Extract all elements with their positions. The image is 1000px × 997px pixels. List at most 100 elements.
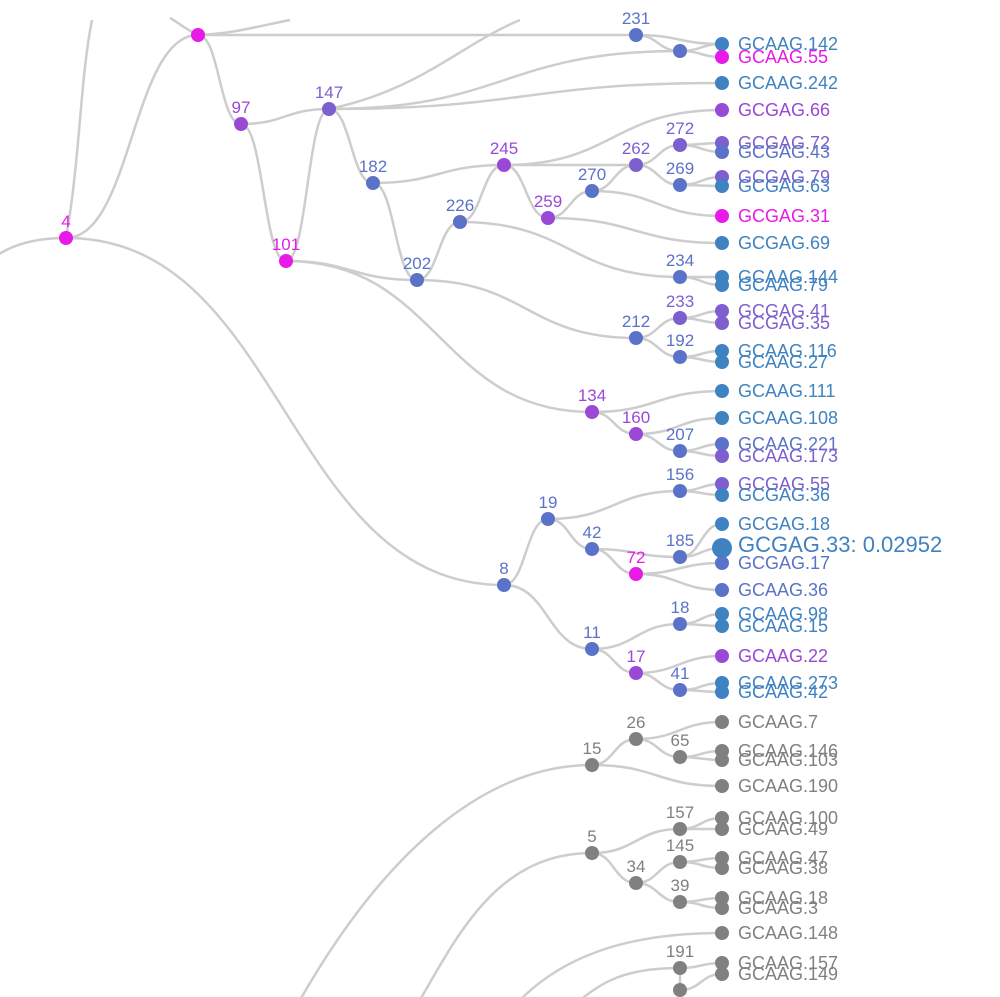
leaf-node[interactable]	[715, 926, 729, 940]
leaf-node[interactable]	[715, 50, 729, 64]
internal-node[interactable]	[541, 512, 555, 526]
internal-node[interactable]	[322, 102, 336, 116]
leaf-label[interactable]: GCGAG.36	[738, 485, 830, 505]
leaf-label[interactable]: GCAAG.273	[738, 673, 838, 693]
leaf-label[interactable]: GCGAG.41	[738, 301, 830, 321]
leaf-node[interactable]	[715, 556, 729, 570]
leaf-label[interactable]: GCAAG.98	[738, 604, 828, 624]
leaf-node[interactable]	[715, 437, 729, 451]
internal-node[interactable]	[629, 876, 643, 890]
leaf-label[interactable]: GCAAG.108	[738, 408, 838, 428]
leaf-label[interactable]: GCAAG.79	[738, 275, 828, 295]
leaf-label[interactable]: GCGAG.43	[738, 142, 830, 162]
internal-node[interactable]	[673, 350, 687, 364]
leaf-node[interactable]	[715, 891, 729, 905]
leaf-node[interactable]	[715, 145, 729, 159]
leaf-node[interactable]	[715, 517, 729, 531]
leaf-node[interactable]	[715, 355, 729, 369]
leaf-node[interactable]	[715, 851, 729, 865]
leaf-label[interactable]: GCAAG.146	[738, 741, 838, 761]
leaf-label[interactable]: GCGAG.17	[738, 553, 830, 573]
leaf-label[interactable]: GCAAG.111	[738, 381, 835, 401]
leaf-label[interactable]: GCGAG.55	[738, 474, 830, 494]
leaf-label[interactable]: GCAAG.27	[738, 352, 828, 372]
leaf-node[interactable]	[715, 384, 729, 398]
internal-node[interactable]	[410, 273, 424, 287]
internal-node[interactable]	[673, 550, 687, 564]
leaf-node[interactable]	[715, 583, 729, 597]
leaf-label[interactable]: GCAAG.142	[738, 34, 838, 54]
leaf-node[interactable]	[715, 649, 729, 663]
leaf-label[interactable]: GCGAG.72	[738, 133, 830, 153]
internal-node[interactable]	[673, 822, 687, 836]
leaf-label[interactable]: GCAAG.144	[738, 267, 838, 287]
internal-node[interactable]	[629, 666, 643, 680]
leaf-node[interactable]	[715, 956, 729, 970]
internal-node[interactable]	[629, 732, 643, 746]
internal-node[interactable]	[497, 578, 511, 592]
internal-node[interactable]	[673, 444, 687, 458]
internal-node[interactable]	[629, 158, 643, 172]
leaf-label[interactable]: GCAAG.7	[738, 712, 818, 732]
internal-node[interactable]	[673, 311, 687, 325]
leaf-label[interactable]: GCAAG.103	[738, 750, 838, 770]
internal-node[interactable]	[59, 231, 73, 245]
leaf-label[interactable]: GCGAG.69	[738, 233, 830, 253]
leaf-node[interactable]	[715, 619, 729, 633]
internal-node[interactable]	[673, 178, 687, 192]
leaf-label[interactable]: GCGAG.63	[738, 176, 830, 196]
leaf-node[interactable]	[715, 344, 729, 358]
leaf-label[interactable]: GCAAG.38	[738, 858, 828, 878]
leaf-node[interactable]	[715, 685, 729, 699]
leaf-node[interactable]	[715, 236, 729, 250]
internal-node[interactable]	[585, 846, 599, 860]
leaf-node[interactable]	[715, 449, 729, 463]
leaf-label[interactable]: GCGAG.31	[738, 206, 830, 226]
leaf-node[interactable]	[715, 37, 729, 51]
leaf-label[interactable]: GCAAG.242	[738, 73, 838, 93]
leaf-label[interactable]: GCAAG.148	[738, 923, 838, 943]
internal-node[interactable]	[673, 983, 687, 997]
internal-node[interactable]	[585, 642, 599, 656]
leaf-label[interactable]: GCAAG.55	[738, 47, 828, 67]
internal-node[interactable]	[497, 158, 511, 172]
internal-node[interactable]	[673, 270, 687, 284]
leaf-label[interactable]: GCAAG.116	[738, 341, 837, 361]
internal-node[interactable]	[191, 28, 205, 42]
leaf-node[interactable]	[715, 715, 729, 729]
leaf-label[interactable]: GCAAG.47	[738, 848, 828, 868]
internal-node[interactable]	[673, 855, 687, 869]
leaf-label[interactable]: GCAAG.149	[738, 964, 838, 984]
internal-node[interactable]	[541, 211, 555, 225]
leaf-label[interactable]: GCAAG.173	[738, 446, 838, 466]
leaf-label[interactable]: GCAAG.100	[738, 808, 838, 828]
leaf-label[interactable]: GCAAG.3	[738, 898, 818, 918]
internal-node[interactable]	[279, 254, 293, 268]
leaf-node[interactable]	[715, 316, 729, 330]
internal-node[interactable]	[673, 138, 687, 152]
internal-node[interactable]	[629, 567, 643, 581]
leaf-label[interactable]: GCAAG.190	[738, 776, 838, 796]
internal-node[interactable]	[585, 758, 599, 772]
internal-node[interactable]	[673, 683, 687, 697]
leaf-label[interactable]: GCGAG.18	[738, 514, 830, 534]
leaf-label[interactable]: GCAAG.15	[738, 616, 828, 636]
leaf-label[interactable]: GCAAG.18	[738, 888, 828, 908]
leaf-node[interactable]	[715, 779, 729, 793]
leaf-node[interactable]	[715, 811, 729, 825]
leaf-node-hovered[interactable]	[712, 538, 732, 558]
internal-node[interactable]	[629, 331, 643, 345]
leaf-node[interactable]	[715, 822, 729, 836]
leaf-node[interactable]	[715, 753, 729, 767]
leaf-node[interactable]	[715, 103, 729, 117]
leaf-label[interactable]: GCAAG.22	[738, 646, 828, 666]
leaf-label[interactable]: GCAAG.221	[738, 434, 838, 454]
internal-node[interactable]	[366, 176, 380, 190]
leaf-node[interactable]	[715, 607, 729, 621]
internal-node[interactable]	[629, 28, 643, 42]
leaf-label[interactable]: GCAAG.49	[738, 819, 828, 839]
internal-node[interactable]	[585, 405, 599, 419]
internal-node[interactable]	[673, 895, 687, 909]
leaf-node[interactable]	[715, 967, 729, 981]
internal-node[interactable]	[453, 215, 467, 229]
